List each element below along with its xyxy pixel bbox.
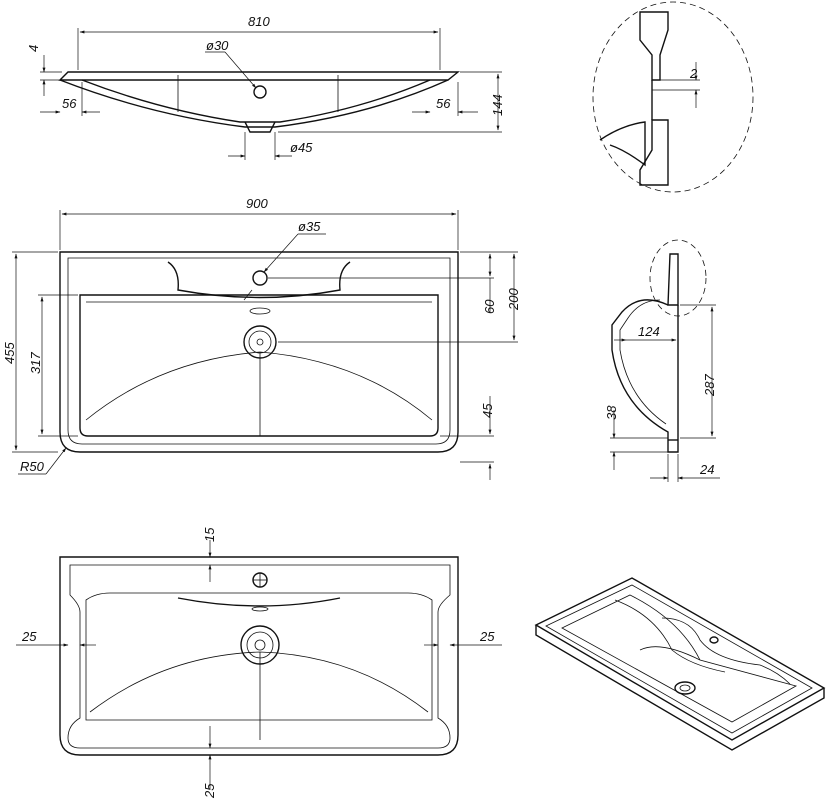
dim-height: 144 bbox=[490, 94, 505, 116]
dim-tap-hole-d35: ø35 bbox=[298, 219, 321, 234]
dim-section-287: 287 bbox=[702, 374, 717, 397]
dim-basin-offset: 200 bbox=[506, 288, 521, 311]
dim-rim-left: 56 bbox=[62, 96, 77, 111]
dim-bottom-15: 15 bbox=[202, 527, 217, 542]
dim-detail-wall: 2 bbox=[689, 66, 698, 81]
dim-basin-depth: 317 bbox=[28, 352, 43, 374]
dim-corner-radius: R50 bbox=[20, 459, 45, 474]
dim-bottom-25-left: 25 bbox=[21, 629, 37, 644]
bottom-plan-view: 15 25 25 25 bbox=[16, 527, 502, 799]
dim-overall-width: 900 bbox=[246, 196, 268, 211]
dim-drain-d45: ø45 bbox=[290, 140, 313, 155]
dim-bottom-25-front: 25 bbox=[202, 783, 217, 799]
dim-section-24: 24 bbox=[699, 462, 714, 477]
dim-tap-hole-d30: ø30 bbox=[206, 38, 229, 53]
dim-rim-right: 56 bbox=[436, 96, 451, 111]
dim-tap-offset: 60 bbox=[482, 299, 497, 314]
front-section-view: 810 4 ø30 56 56 144 ø45 bbox=[26, 14, 505, 160]
dim-bottom-25-right: 25 bbox=[479, 629, 495, 644]
dim-top-width: 810 bbox=[248, 14, 270, 29]
detail-view: 2 bbox=[592, 1, 754, 193]
dim-section-124: 124 bbox=[638, 324, 660, 339]
dim-front-offset: 45 bbox=[480, 403, 495, 418]
side-section-view: 124 287 38 24 bbox=[604, 239, 720, 482]
dim-section-38: 38 bbox=[604, 405, 619, 420]
dim-thickness: 4 bbox=[26, 45, 41, 52]
dim-depth: 455 bbox=[2, 342, 17, 364]
top-plan-view: 900 ø35 455 317 60 200 45 R50 bbox=[2, 196, 521, 480]
isometric-view bbox=[534, 577, 826, 751]
